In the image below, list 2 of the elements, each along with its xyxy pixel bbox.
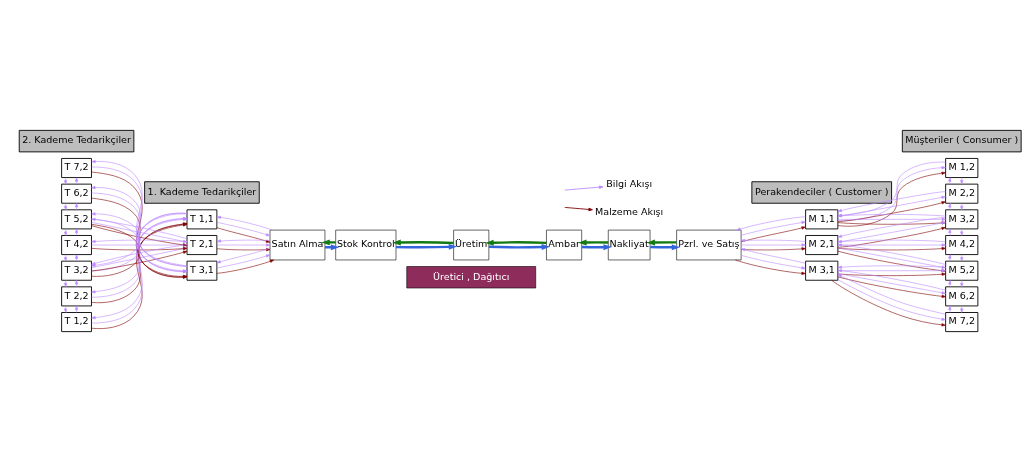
legend-label: Bilgi Akışı xyxy=(606,177,653,189)
legend-label: Malzeme Akışı xyxy=(595,205,664,217)
